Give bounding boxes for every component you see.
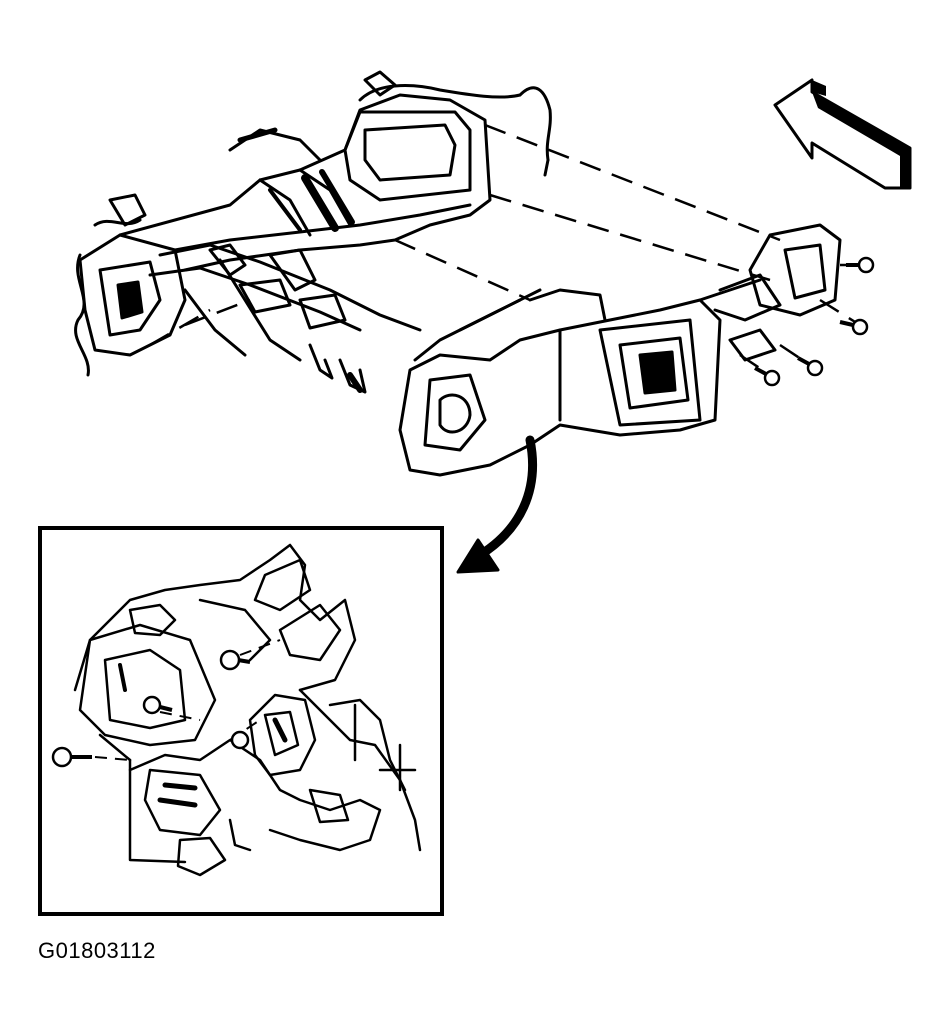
bolt-icon <box>797 356 824 377</box>
bolt-icon <box>230 730 250 750</box>
inset-bracket-assembly <box>73 543 422 877</box>
fasteners-main-view <box>754 256 875 387</box>
bolt-icon <box>754 366 781 387</box>
detail-callout-arrow-icon <box>456 435 538 574</box>
fasteners-inset <box>51 649 251 768</box>
instrument-panel-carrier-assembly <box>74 70 842 477</box>
figure-id-label: G01803112 <box>38 938 156 963</box>
bolt-icon <box>846 256 875 274</box>
bolt-icon <box>142 695 173 715</box>
alignment-dashed-lines <box>149 123 865 377</box>
forward-direction-arrow-icon <box>773 78 912 190</box>
bolt-icon <box>51 746 92 768</box>
detail-inset <box>38 526 444 916</box>
bolt-icon <box>219 649 251 671</box>
bolt-icon <box>839 318 869 336</box>
